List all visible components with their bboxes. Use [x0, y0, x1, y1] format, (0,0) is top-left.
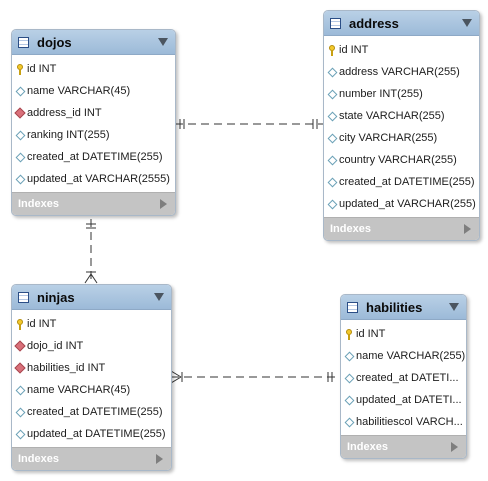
collapse-arrow-icon[interactable]: [158, 38, 168, 46]
table-icon: [18, 36, 29, 48]
collapse-arrow-icon[interactable]: [462, 19, 472, 27]
column-row[interactable]: id INT: [12, 58, 175, 80]
foreign-key-diamond-icon: [14, 107, 26, 119]
indexes-bar[interactable]: Indexes: [324, 217, 479, 240]
indexes-label: Indexes: [347, 441, 388, 453]
relationship-ninjas-habilities[interactable]: [170, 370, 339, 384]
relationship-dojos-ninjas[interactable]: [84, 219, 98, 284]
indexes-bar[interactable]: Indexes: [341, 435, 466, 458]
expand-arrow-icon[interactable]: [156, 454, 163, 464]
indexes-bar[interactable]: Indexes: [12, 447, 171, 470]
table-title: habilities: [366, 299, 423, 315]
column-diamond-icon: [14, 86, 26, 96]
table-icon: [18, 291, 29, 303]
column-row[interactable]: updated_at VARCHAR(2555): [12, 168, 175, 190]
table-title: dojos: [37, 34, 72, 50]
table-header-address[interactable]: address: [324, 11, 479, 36]
column-diamond-icon: [14, 429, 26, 439]
column-row[interactable]: name VARCHAR(45): [12, 80, 175, 102]
column-row[interactable]: address_id INT: [12, 102, 175, 124]
column-diamond-icon: [14, 152, 26, 162]
column-row[interactable]: updated_at VARCHAR(255): [324, 193, 479, 215]
table-ninjas[interactable]: ninjas id INT dojo_id INT habilities_id …: [11, 284, 172, 471]
primary-key-icon: [14, 318, 26, 330]
column-diamond-icon: [343, 373, 355, 383]
relationship-dojos-address[interactable]: [175, 119, 324, 129]
column-row[interactable]: country VARCHAR(255): [324, 149, 479, 171]
table-title: ninjas: [37, 289, 75, 305]
column-row[interactable]: updated_at DATETI...: [341, 389, 466, 411]
collapse-arrow-icon[interactable]: [449, 303, 459, 311]
column-diamond-icon: [326, 111, 338, 121]
column-row[interactable]: address VARCHAR(255): [324, 61, 479, 83]
column-diamond-icon: [326, 177, 338, 187]
expand-arrow-icon[interactable]: [464, 224, 471, 234]
collapse-arrow-icon[interactable]: [154, 293, 164, 301]
primary-key-icon: [14, 63, 26, 75]
column-row[interactable]: name VARCHAR(255): [341, 345, 466, 367]
column-diamond-icon: [14, 407, 26, 417]
table-address[interactable]: address id INT address VARCHAR(255) numb…: [323, 10, 480, 241]
indexes-label: Indexes: [18, 453, 59, 465]
column-row[interactable]: number INT(255): [324, 83, 479, 105]
column-row[interactable]: created_at DATETI...: [341, 367, 466, 389]
column-row[interactable]: ranking INT(255): [12, 124, 175, 146]
table-habilities[interactable]: habilities id INT name VARCHAR(255) crea…: [340, 294, 467, 459]
column-row[interactable]: id INT: [341, 323, 466, 345]
primary-key-icon: [326, 44, 338, 56]
column-diamond-icon: [14, 385, 26, 395]
column-row[interactable]: created_at DATETIME(255): [12, 401, 171, 423]
column-diamond-icon: [14, 130, 26, 140]
foreign-key-diamond-icon: [14, 362, 26, 374]
column-diamond-icon: [326, 89, 338, 99]
table-header-dojos[interactable]: dojos: [12, 30, 175, 55]
indexes-bar[interactable]: Indexes: [12, 192, 175, 215]
expand-arrow-icon[interactable]: [451, 442, 458, 452]
column-diamond-icon: [326, 155, 338, 165]
table-title: address: [349, 15, 399, 31]
column-diamond-icon: [326, 133, 338, 143]
foreign-key-diamond-icon: [14, 340, 26, 352]
column-diamond-icon: [343, 351, 355, 361]
column-row[interactable]: name VARCHAR(45): [12, 379, 171, 401]
column-diamond-icon: [326, 199, 338, 209]
column-diamond-icon: [14, 174, 26, 184]
table-icon: [330, 17, 341, 29]
column-row[interactable]: created_at DATETIME(255): [324, 171, 479, 193]
indexes-label: Indexes: [330, 223, 371, 235]
column-row[interactable]: created_at DATETIME(255): [12, 146, 175, 168]
table-icon: [347, 301, 358, 313]
column-row[interactable]: state VARCHAR(255): [324, 105, 479, 127]
column-row[interactable]: id INT: [324, 39, 479, 61]
column-diamond-icon: [343, 417, 355, 427]
column-diamond-icon: [343, 395, 355, 405]
table-header-ninjas[interactable]: ninjas: [12, 285, 171, 310]
table-dojos[interactable]: dojos id INT name VARCHAR(45) address_id…: [11, 29, 176, 216]
column-diamond-icon: [326, 67, 338, 77]
table-header-habilities[interactable]: habilities: [341, 295, 466, 320]
column-row[interactable]: updated_at DATETIME(255): [12, 423, 171, 445]
column-row[interactable]: id INT: [12, 313, 171, 335]
column-row[interactable]: habilities_id INT: [12, 357, 171, 379]
column-row[interactable]: city VARCHAR(255): [324, 127, 479, 149]
indexes-label: Indexes: [18, 198, 59, 210]
column-row[interactable]: habilitiescol VARCH...: [341, 411, 466, 433]
primary-key-icon: [343, 328, 355, 340]
column-row[interactable]: dojo_id INT: [12, 335, 171, 357]
expand-arrow-icon[interactable]: [160, 199, 167, 209]
